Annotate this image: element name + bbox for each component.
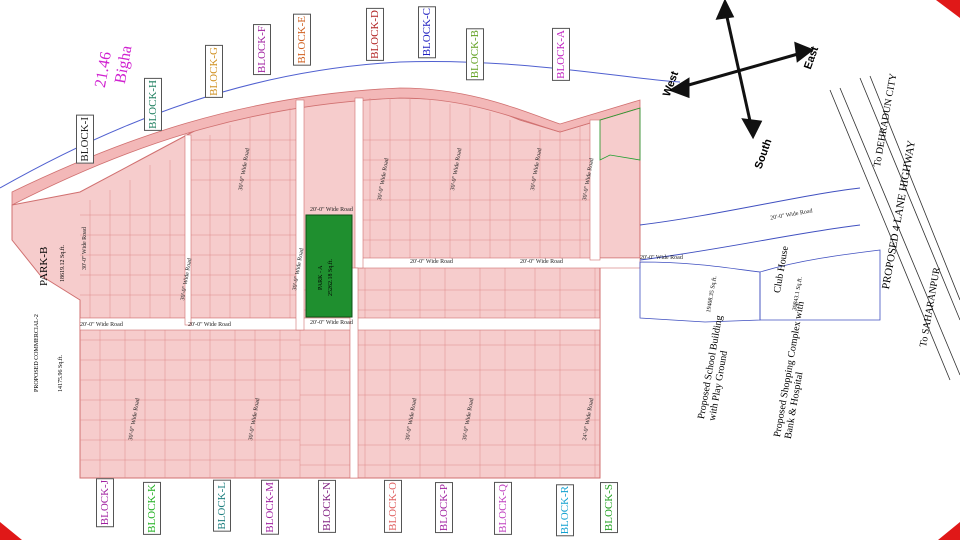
- block-h-label: BLOCK-H: [144, 78, 162, 131]
- block-s-label: BLOCK-S: [600, 482, 618, 534]
- block-a-label: BLOCK-A: [552, 28, 570, 81]
- block-r-label: BLOCK-R: [556, 484, 574, 537]
- block-f-label: BLOCK-F: [253, 24, 271, 76]
- park-a-area: [305, 214, 353, 318]
- road-label-15: 20'-0" Wide Road: [640, 255, 683, 261]
- block-e-label: BLOCK-E: [293, 14, 311, 66]
- road-label-9: 20'-0" Wide Road: [80, 322, 123, 328]
- road-label-13: 20'-0" Wide Road: [410, 259, 453, 265]
- block-m-label: BLOCK-M: [261, 480, 279, 535]
- access-road: [639, 187, 861, 261]
- block-o-label: BLOCK-O: [384, 480, 402, 533]
- roads: [79, 97, 641, 479]
- boundary-curve: [0, 61, 681, 189]
- block-k-label: BLOCK-K: [143, 482, 161, 535]
- plot-grid-lower: [80, 268, 600, 478]
- block-p-label: BLOCK-P: [435, 482, 453, 534]
- block-i-label: BLOCK-I: [76, 115, 94, 164]
- compass-icon: [668, 0, 815, 140]
- block-d-label: BLOCK-D: [366, 8, 384, 61]
- block-q-label: BLOCK-Q: [494, 482, 512, 535]
- road-label-11: 20'-0" Wide Road: [310, 320, 353, 326]
- right-parcel-2: [759, 249, 881, 321]
- road-label-12: 20'-0" Wide Road: [310, 207, 353, 213]
- block-l-label: BLOCK-L: [213, 480, 231, 532]
- corner-bottom-left: [0, 522, 22, 540]
- block-g-label: BLOCK-G: [205, 45, 223, 98]
- road-label-14: 20'-0" Wide Road: [520, 259, 563, 265]
- commercial-area: 14175.96 Sq.ft.: [58, 354, 64, 392]
- highway-lines: [829, 75, 960, 381]
- top-strip: [11, 87, 641, 206]
- block-c-label: BLOCK-C: [418, 6, 436, 59]
- road-label-1: 30'-0" Wide Road: [82, 227, 88, 270]
- commercial-title: PROPOSED COMMERCIAL-2: [34, 314, 40, 392]
- right-parcel: [639, 261, 761, 323]
- road-label-10: 20'-0" Wide Road: [188, 322, 231, 328]
- block-b-label: BLOCK-B: [466, 28, 484, 81]
- block-j-label: BLOCK-J: [96, 478, 114, 528]
- green-road-upper: [599, 107, 641, 161]
- park-b-area: 18619.12 Sq.ft.: [60, 244, 66, 282]
- park-a-area: 25262.18 Sq.ft.: [328, 258, 334, 296]
- park-b-title: PARK-B: [38, 246, 50, 286]
- block-n-label: BLOCK-N: [318, 480, 336, 533]
- corner-top-right: [936, 0, 960, 18]
- corner-bottom-right: [938, 522, 960, 540]
- park-a-title: PARK - A: [318, 265, 324, 290]
